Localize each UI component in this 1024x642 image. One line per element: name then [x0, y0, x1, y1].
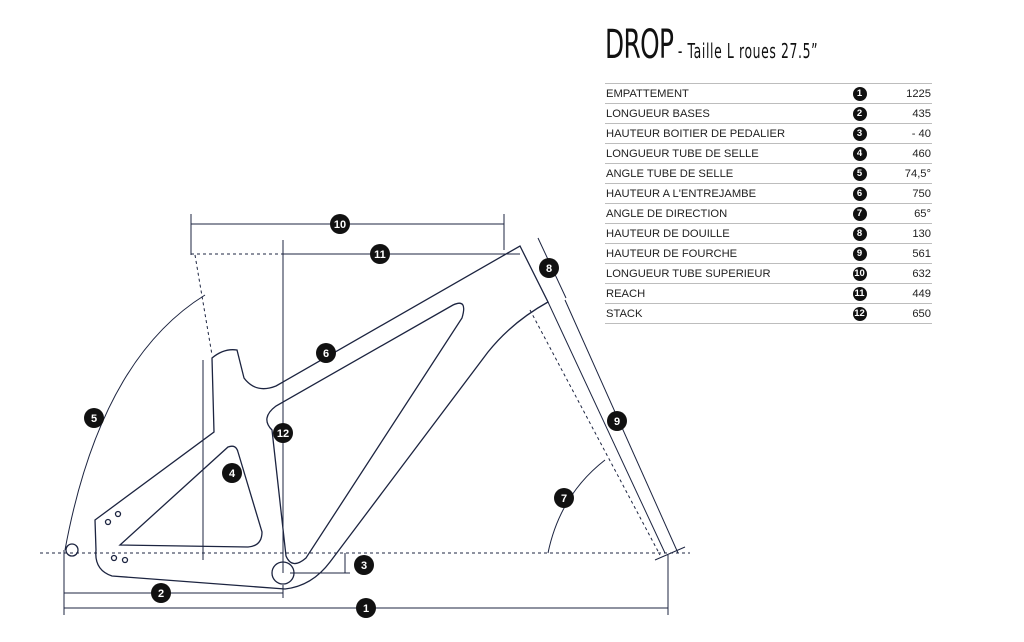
rear-triangle-inner: [118, 445, 263, 548]
spec-row: HAUTEUR DE DOUILLE 8 130: [605, 223, 932, 244]
model-name: DROP: [605, 22, 674, 68]
dimension-number: 1: [363, 603, 369, 615]
spec-row: ANGLE DE DIRECTION 7 65°: [605, 203, 932, 224]
dimension-badge-7: 7: [554, 488, 574, 508]
front-triangle-inner: [266, 302, 465, 565]
spec-value: 460: [893, 143, 932, 164]
spec-label: LONGUEUR TUBE DE SELLE: [605, 143, 852, 164]
spec-number-badge: 4: [852, 146, 867, 161]
dimension-number: 5: [91, 413, 97, 425]
spec-label: LONGUEUR TUBE SUPERIEUR: [605, 263, 852, 284]
dimension-number: 10: [334, 219, 346, 231]
dimension-badge-1: 1: [356, 598, 376, 618]
spec-number-badge: 2: [852, 106, 867, 121]
spec-label: EMPATTEMENT: [605, 83, 852, 104]
spec-value: 449: [893, 283, 932, 304]
spec-label: ANGLE DE DIRECTION: [605, 203, 852, 224]
dimension-badge-8: 8: [539, 258, 559, 278]
spec-number-badge: 5: [852, 166, 867, 181]
spec-value: - 40: [893, 123, 932, 144]
spec-number-badge: 6: [852, 186, 867, 201]
dimension-number: 4: [229, 468, 236, 480]
spec-row: LONGUEUR TUBE DE SELLE 4 460: [605, 143, 932, 164]
dimension-number: 8: [546, 263, 552, 275]
dimension-badge-6: 6: [316, 343, 336, 363]
dimension-number: 6: [323, 348, 329, 360]
spec-number-badge: 9: [852, 246, 867, 261]
spec-value: 1225: [893, 83, 932, 104]
page-title: DROP - Taille L roues 27.5”: [605, 22, 818, 68]
dimension-badge-3: 3: [354, 555, 374, 575]
dimension-badge-4: 4: [222, 463, 242, 483]
spec-label: LONGUEUR BASES: [605, 103, 852, 124]
spec-label: REACH: [605, 283, 852, 304]
dimension-lines: [40, 214, 690, 615]
spec-number-badge: 10: [852, 266, 867, 281]
spec-row: REACH 11 449: [605, 283, 932, 304]
dimension-number: 3: [361, 560, 367, 572]
spec-row: HAUTEUR BOITIER DE PEDALIER 3 - 40: [605, 123, 932, 144]
spec-row: HAUTEUR A L'ENTREJAMBE 6 750: [605, 183, 932, 204]
spec-label: ANGLE TUBE DE SELLE: [605, 163, 852, 184]
dimension-badge-5: 5: [84, 408, 104, 428]
spec-number-badge: 8: [852, 226, 867, 241]
dimension-number: 2: [158, 588, 164, 600]
spec-number-badge: 1: [852, 86, 867, 101]
dimension-badge-10: 10: [330, 214, 350, 234]
spec-row: EMPATTEMENT 1 1225: [605, 83, 932, 104]
frame-outline: [65, 245, 549, 590]
spec-value: 65°: [893, 203, 932, 224]
spec-value: 750: [893, 183, 932, 204]
spec-value: 650: [893, 303, 932, 324]
dimension-badge-11: 11: [370, 244, 390, 264]
spec-value: 130: [893, 223, 932, 244]
spec-row: LONGUEUR BASES 2 435: [605, 103, 932, 124]
dimension-number: 12: [277, 428, 289, 440]
dimension-badge-9: 9: [607, 411, 627, 431]
spec-row: ANGLE TUBE DE SELLE 5 74,5°: [605, 163, 932, 184]
spec-value: 74,5°: [893, 163, 932, 184]
spec-value: 561: [893, 243, 932, 264]
spec-value: 435: [893, 103, 932, 124]
spec-number-badge: 12: [852, 306, 867, 321]
spec-row: STACK 12 650: [605, 303, 932, 324]
spec-label: STACK: [605, 303, 852, 324]
spec-row: HAUTEUR DE FOURCHE 9 561: [605, 243, 932, 264]
rear-axle: [65, 543, 79, 557]
spec-label: HAUTEUR A L'ENTREJAMBE: [605, 183, 852, 204]
dimension-number: 11: [374, 249, 386, 261]
spec-row: LONGUEUR TUBE SUPERIEUR 10 632: [605, 263, 932, 284]
spec-label: HAUTEUR BOITIER DE PEDALIER: [605, 123, 852, 144]
dimension-badge-2: 2: [151, 583, 171, 603]
spec-number-badge: 3: [852, 126, 867, 141]
spec-number-badge: 7: [852, 206, 867, 221]
dimension-number: 7: [561, 493, 567, 505]
dimension-number: 9: [614, 416, 620, 428]
spec-value: 632: [893, 263, 932, 284]
spec-label: HAUTEUR DE FOURCHE: [605, 243, 852, 264]
frame-outer: [94, 245, 549, 590]
dimension-badge-12: 12: [273, 423, 293, 443]
size-subtitle: - Taille L roues 27.5”: [673, 39, 819, 63]
spec-label: HAUTEUR DE DOUILLE: [605, 223, 852, 244]
spec-number-badge: 11: [852, 286, 867, 301]
